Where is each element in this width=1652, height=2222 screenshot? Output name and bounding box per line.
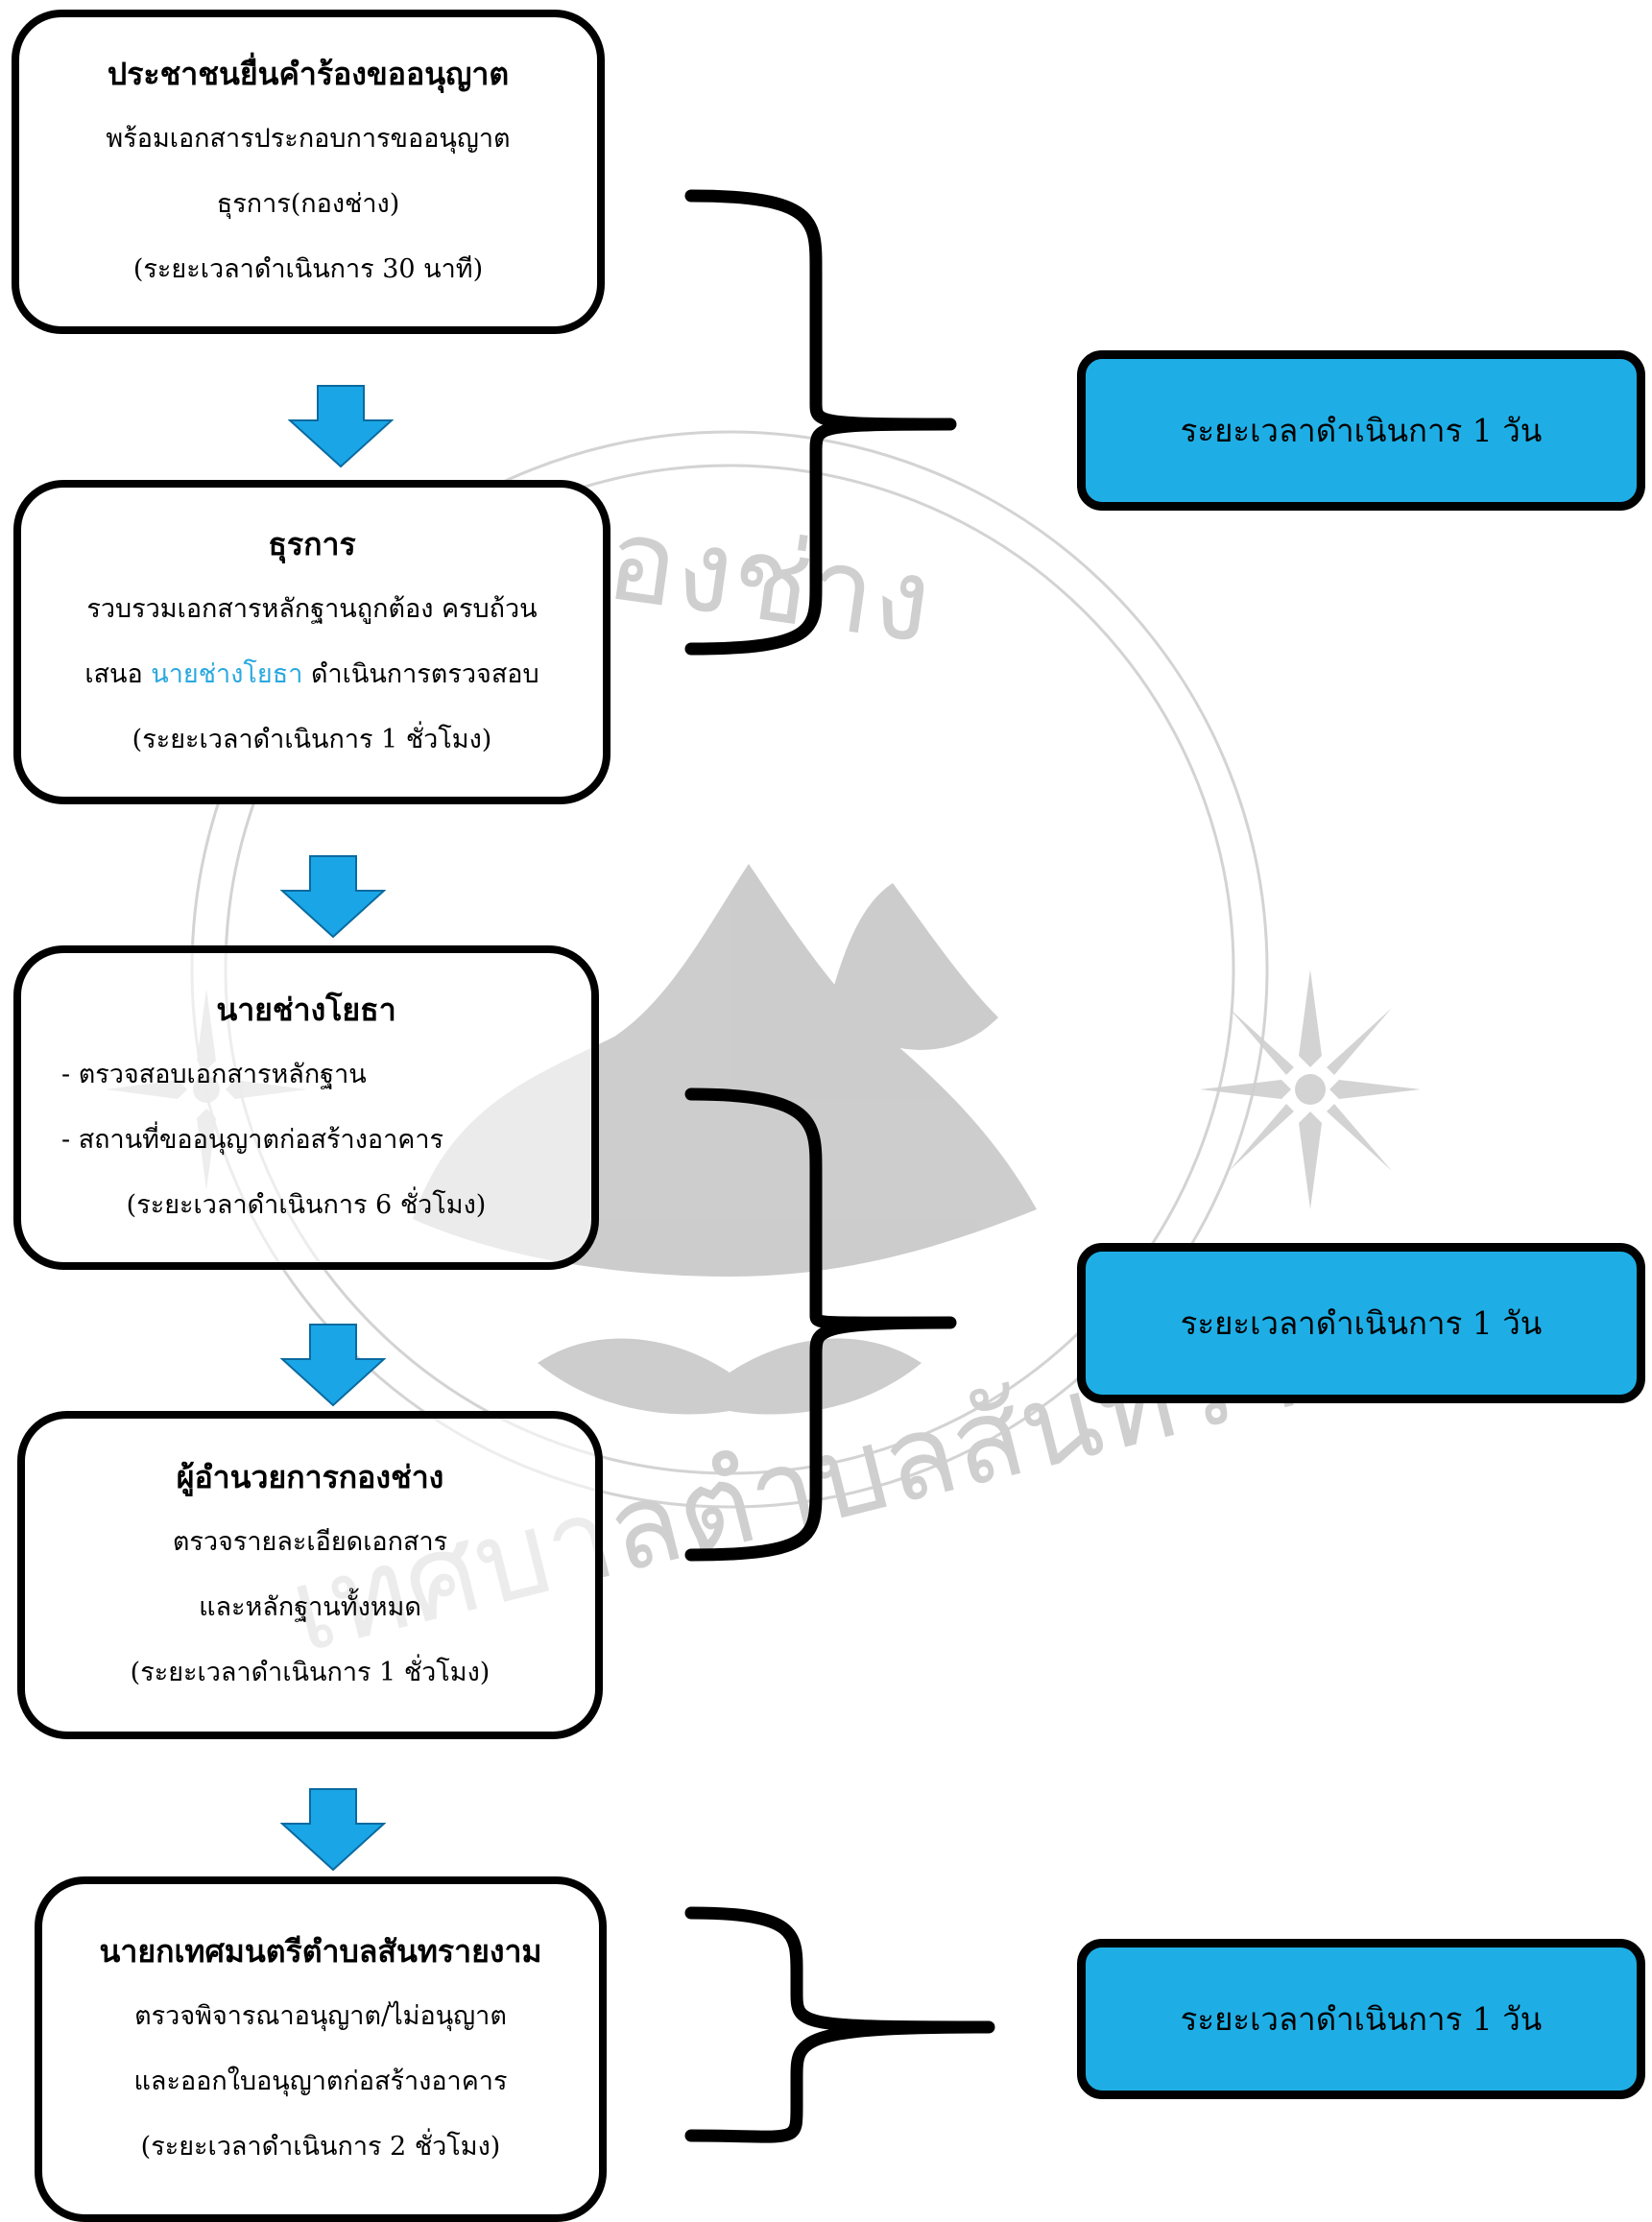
step-time: (ระยะเวลาดำเนินการ 30 นาที) <box>132 254 484 284</box>
step-line: เสนอ นายช่างโยธา ดำเนินการตรวจสอบ <box>84 642 539 707</box>
right-brace-icon <box>684 189 957 656</box>
step-submit-request: ประชาชนยื่นคำร้องขออนุญาต พร้อมเอกสารประ… <box>12 10 605 334</box>
down-arrow-icon <box>280 1324 386 1407</box>
step-title: นายกเทศมนตรีตำบลสันทรายงาม <box>99 1933 542 1970</box>
step-title: นายช่างโยธา <box>216 992 396 1028</box>
step-civil-engineer: นายช่างโยธา - ตรวจสอบเอกสารหลักฐาน - สถา… <box>13 945 599 1270</box>
highlight-engineer: นายช่างโยธา <box>151 659 303 689</box>
step-time: (ระยะเวลาดำเนินการ 2 ชั่วโมง) <box>140 2132 501 2162</box>
step-line: และออกใบอนุญาตก่อสร้างอาคาร <box>133 2067 508 2096</box>
step-title: ผู้อำนวยการกองช่าง <box>176 1459 444 1495</box>
summary-label: ระยะเวลาดำเนินการ 1 วัน <box>1180 1304 1543 1342</box>
step-admin: ธุรการ รวบรวมเอกสารหลักฐานถูกต้อง ครบถ้ว… <box>13 480 611 804</box>
step-line: พร้อมเอกสารประกอบการขออนุญาต <box>106 124 511 154</box>
step-line: รวบรวมเอกสารหลักฐานถูกต้อง ครบถ้วน <box>86 594 538 624</box>
step-title: ธุรการ <box>268 526 356 562</box>
down-arrow-icon <box>280 1788 386 1872</box>
step-division-director: ผู้อำนวยการกองช่าง ตรวจรายละเอียดเอกสาร … <box>17 1411 603 1739</box>
right-brace-icon <box>684 1087 957 1562</box>
step-line: ธุรการ(กองช่าง) <box>216 189 400 219</box>
duration-summary-2: ระยะเวลาดำเนินการ 1 วัน <box>1077 1243 1645 1403</box>
down-arrow-icon <box>280 855 386 939</box>
step-line-post: ดำเนินการตรวจสอบ <box>302 659 539 689</box>
down-arrow-icon <box>288 385 394 468</box>
seal-star-right <box>1200 969 1421 1209</box>
step-mayor: นายกเทศมนตรีตำบลสันทรายงาม ตรวจพิจารณาอน… <box>35 1876 607 2222</box>
right-brace-icon <box>684 1906 995 2143</box>
step-time: (ระยะเวลาดำเนินการ 1 ชั่วโมง) <box>132 725 492 754</box>
step-line: - สถานที่ขออนุญาตก่อสร้างอาคาร <box>61 1125 443 1155</box>
step-line: ตรวจพิจารณาอนุญาต/ไม่อนุญาต <box>134 2001 507 2031</box>
step-title: ประชาชนยื่นคำร้องขออนุญาต <box>107 56 510 92</box>
duration-summary-1: ระยะเวลาดำเนินการ 1 วัน <box>1077 350 1645 511</box>
summary-label: ระยะเวลาดำเนินการ 1 วัน <box>1180 412 1543 449</box>
duration-summary-3: ระยะเวลาดำเนินการ 1 วัน <box>1077 1939 1645 2099</box>
step-line: - ตรวจสอบเอกสารหลักฐาน <box>61 1060 367 1089</box>
summary-label: ระยะเวลาดำเนินการ 1 วัน <box>1180 2000 1543 2038</box>
step-line: ตรวจรายละเอียดเอกสาร <box>172 1527 448 1557</box>
step-time: (ระยะเวลาดำเนินการ 6 ชั่วโมง) <box>126 1190 487 1220</box>
step-time: (ระยะเวลาดำเนินการ 1 ชั่วโมง) <box>130 1658 491 1687</box>
step-line-pre: เสนอ <box>84 659 152 689</box>
step-line: และหลักฐานทั้งหมด <box>199 1592 421 1622</box>
